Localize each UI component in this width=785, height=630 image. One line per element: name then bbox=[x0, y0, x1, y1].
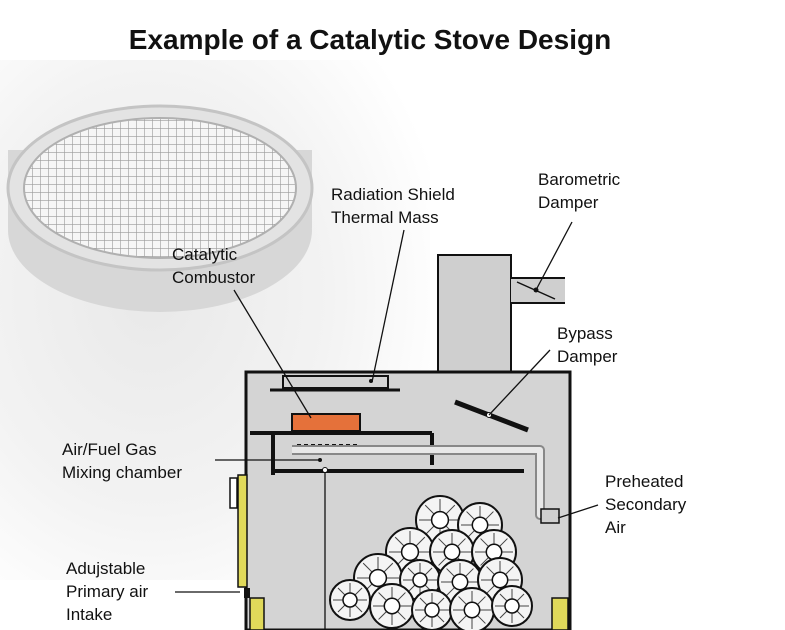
catalytic-disc-illustration bbox=[6, 104, 314, 312]
log-core bbox=[430, 510, 450, 530]
label-primary-line1: Adujstable bbox=[66, 559, 146, 578]
label-radiation-shield-line2: Thermal Mass bbox=[331, 208, 439, 227]
label-pointers bbox=[175, 221, 599, 630]
label-radiation-shield-line1: Radiation Shield bbox=[331, 185, 455, 204]
label-mixing-line2: Mixing chamber bbox=[62, 463, 182, 482]
flue-pipe bbox=[437, 254, 512, 373]
label-barometric-damper: Barometric Damper bbox=[538, 168, 620, 214]
label-catalytic-line2: Combustor bbox=[172, 268, 256, 287]
label-secondary-line3: Air bbox=[605, 518, 626, 537]
label-radiation-shield: Radiation Shield Thermal Mass bbox=[331, 183, 455, 229]
primary-air-door bbox=[229, 474, 569, 630]
label-secondary-air: Preheated Secondary Air bbox=[605, 470, 686, 539]
log-core bbox=[400, 542, 420, 562]
label-secondary-line1: Preheated bbox=[605, 472, 684, 491]
firewood-stack bbox=[329, 495, 533, 630]
log-core bbox=[471, 516, 489, 534]
diagram-title: Example of a Catalytic Stove Design bbox=[128, 24, 612, 55]
label-barometric-line1: Barometric bbox=[538, 170, 621, 189]
log-core bbox=[504, 598, 520, 614]
label-barometric-line2: Damper bbox=[538, 193, 599, 212]
label-bypass-line1: Bypass bbox=[557, 324, 613, 343]
log-core bbox=[342, 592, 358, 608]
log-core bbox=[424, 602, 440, 618]
label-secondary-line2: Secondary bbox=[605, 495, 687, 514]
catalytic-combustor bbox=[291, 413, 361, 432]
log-core bbox=[368, 568, 388, 588]
log-core bbox=[451, 573, 469, 591]
label-catalytic-line1: Catalytic bbox=[172, 245, 238, 264]
log-core bbox=[491, 571, 509, 589]
log-core bbox=[463, 601, 481, 619]
secondary-air-tube bbox=[292, 445, 560, 524]
barometric-damper-branch bbox=[511, 277, 565, 304]
label-mixing-chamber: Air/Fuel Gas Mixing chamber bbox=[62, 438, 182, 484]
label-catalytic-combustor: Catalytic Combustor bbox=[172, 243, 255, 289]
log-core bbox=[412, 572, 428, 588]
label-mixing-line1: Air/Fuel Gas bbox=[62, 440, 157, 459]
label-primary-line3: Intake bbox=[66, 605, 113, 624]
log-core bbox=[443, 543, 461, 561]
log-core bbox=[383, 597, 401, 615]
label-primary-air: Adujstable Primary air Intake bbox=[66, 557, 148, 626]
label-primary-line2: Primary air bbox=[66, 582, 149, 601]
label-bypass-damper: Bypass Damper bbox=[557, 322, 617, 368]
label-bypass-line2: Damper bbox=[557, 347, 618, 366]
